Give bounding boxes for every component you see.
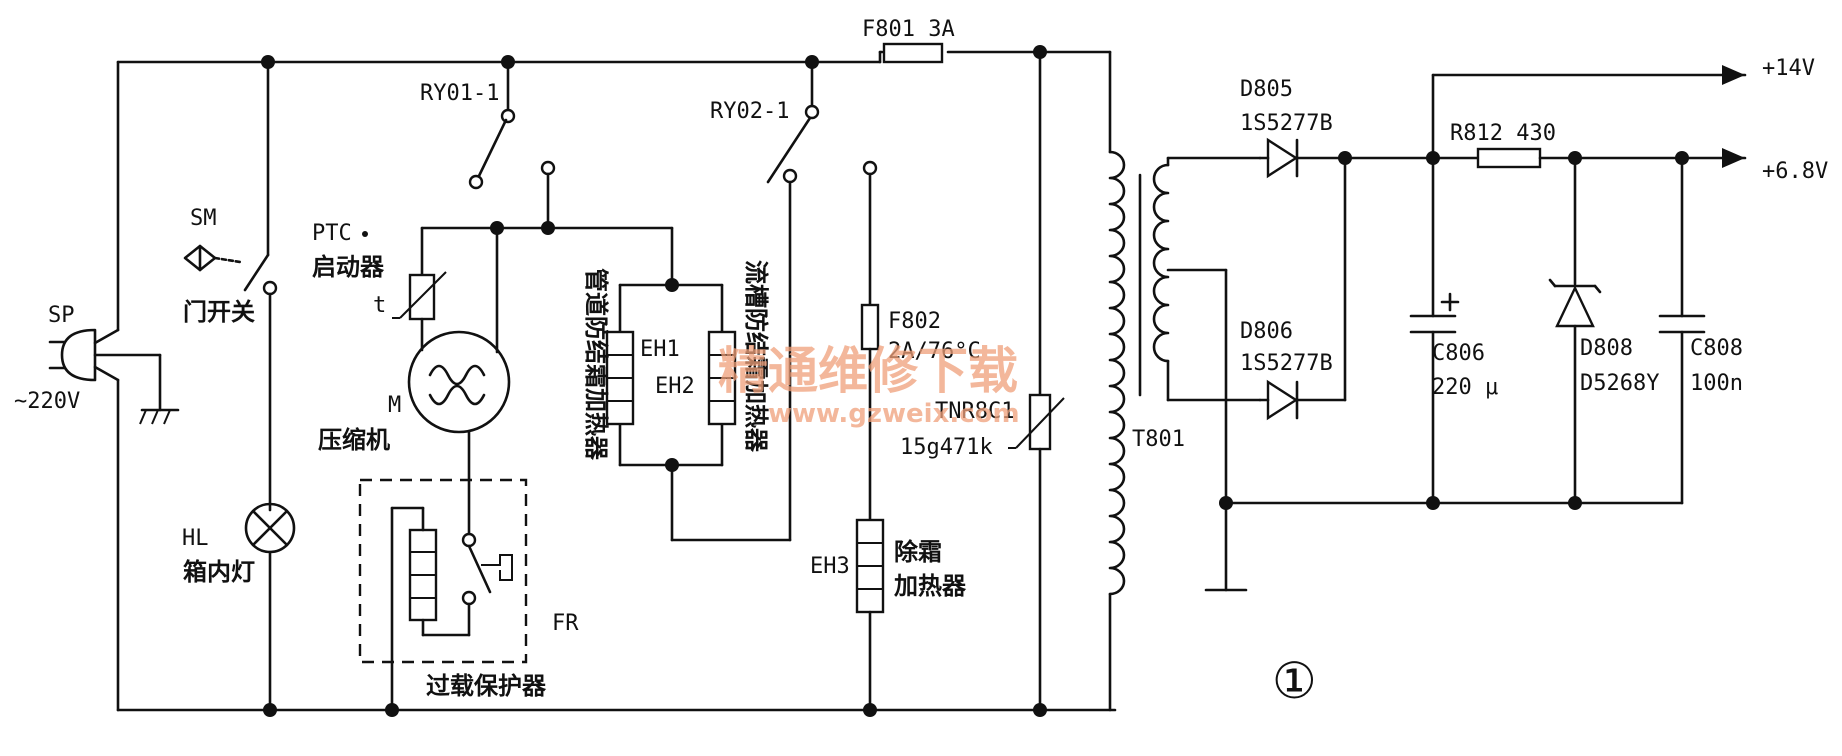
door-switch-label: 门开关 (183, 298, 255, 326)
junction-dots (261, 45, 1689, 717)
d808-label: D808 (1580, 336, 1633, 361)
ry02-label: RY02-1 (710, 99, 789, 124)
hl-label: HL (182, 526, 209, 551)
ptc-label: PTC (312, 221, 352, 246)
f802-rating: 2A/76°C (888, 339, 981, 364)
ry01-label: RY01-1 (420, 81, 499, 106)
varistor-tnr: TNR8C1 15g471k (900, 50, 1065, 712)
diode-d805: D805 1S5277B (1240, 77, 1347, 179)
c806-value: 220 μ (1432, 375, 1498, 400)
fuse-f801: F801 3A (862, 17, 955, 64)
defrost-label-2: 加热器 (894, 572, 967, 600)
diode-d806: D806 1S5277B (1240, 156, 1347, 421)
sp-label: SP (48, 303, 75, 328)
r812-label: R812 430 (1450, 121, 1556, 146)
d808-part: D5268Y (1580, 371, 1659, 396)
d805-label: D805 (1240, 77, 1293, 102)
tnr-label: TNR8C1 (935, 399, 1014, 424)
c808-label: C808 (1690, 336, 1743, 361)
defrost-label-1: 除霜 (894, 538, 942, 566)
lamp-hl: HL 箱内灯 (182, 502, 296, 712)
defrost-branch: F802 2A/76°C EH3 除霜 加热器 (810, 303, 981, 712)
out-14v-label: +14V (1762, 56, 1815, 81)
eh1-label: EH1 (640, 337, 680, 362)
voltage-label: ~220V (14, 389, 80, 414)
m-label: M (388, 393, 401, 418)
lamp-label: 箱内灯 (183, 558, 255, 586)
main-buses (116, 50, 1117, 712)
trough-heater-label: 流槽防结霜加热器 (742, 260, 770, 453)
overload-protector: FR 过载保护器 (358, 478, 579, 712)
dc-output: R812 430 C806 220 μ D808 D5268Y C808 100… (1224, 56, 1828, 505)
relay-ry01: RY01-1 (420, 60, 556, 230)
eh3-label: EH3 (810, 554, 850, 579)
fr-label: FR (552, 611, 579, 636)
compressor-label: 压缩机 (318, 426, 390, 454)
sm-label: SM (190, 206, 217, 231)
d806-label: D806 (1240, 319, 1293, 344)
t801-label: T801 (1132, 427, 1185, 452)
out-68v-label: +6.8V (1762, 159, 1828, 184)
f801-label: F801 3A (862, 17, 955, 42)
plug-sp: SP ~220V (14, 303, 180, 425)
transformer-t801: T801 (1108, 50, 1262, 712)
figure-number: ① (1272, 652, 1317, 710)
c808-value: 100n (1690, 371, 1743, 396)
t-label: t (373, 293, 386, 318)
watermark-url: www.gzweix.com (768, 399, 1020, 429)
f802-label: F802 (888, 309, 941, 334)
relay-ry02: RY02-1 (710, 60, 878, 307)
c806-label: C806 (1432, 341, 1485, 366)
starter-label: 启动器 (312, 253, 385, 281)
door-switch-sm: SM 门开关 (183, 60, 278, 512)
pipe-heater-label: 管道防结霜加热器 (582, 268, 610, 461)
d805-part: 1S5277B (1240, 111, 1333, 136)
overload-label: 过载保护器 (426, 672, 547, 700)
eh2-label: EH2 (655, 374, 695, 399)
tnr-value: 15g471k (900, 435, 993, 460)
watermark-title: 精通维修下载 (718, 342, 1018, 400)
d806-part: 1S5277B (1240, 351, 1333, 376)
heaters-eh1-eh2: EH1 EH2 管道防结霜加热器 流槽防结霜加热器 (582, 180, 792, 542)
